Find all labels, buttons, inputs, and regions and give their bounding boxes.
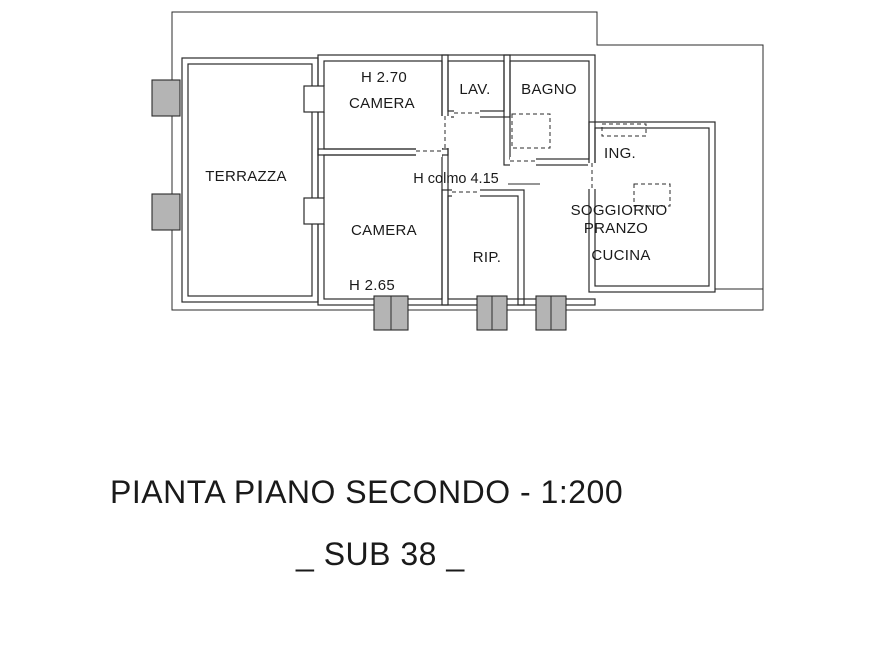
sub-title: _ SUB 38 _ xyxy=(296,536,465,572)
windows xyxy=(303,85,326,225)
room-label-soggiorno: SOGGIORNO xyxy=(570,202,668,219)
room-label-pranzo: PRANZO xyxy=(583,220,649,237)
door-gap xyxy=(510,157,536,167)
plan-title: PIANTA PIANO SECONDO - 1:200 xyxy=(110,474,624,510)
door-openings xyxy=(416,109,596,198)
window-box xyxy=(303,197,325,225)
room-label-camera2: CAMERA xyxy=(351,222,417,239)
room-label-rip: RIP. xyxy=(472,249,502,266)
room-label-cucina: CUCINA xyxy=(591,247,651,264)
room-label-ing: ING. xyxy=(603,145,637,162)
ridge-height-annotation: H colmo 4.15 xyxy=(413,171,499,187)
terrazza-wall-inner xyxy=(187,63,313,297)
room-label-camera1-height: H 2.70 xyxy=(361,69,407,86)
room-label-bagno: BAGNO xyxy=(521,81,577,98)
soggiorno-wall-outer xyxy=(588,121,716,293)
room-label-camera1: CAMERA xyxy=(349,95,415,112)
door-gap xyxy=(452,188,480,198)
bagno-wall-outer xyxy=(503,54,596,166)
pilasters xyxy=(151,79,567,331)
room-label-lav: LAV. xyxy=(459,81,491,98)
room-label-camera2-height: H 2.65 xyxy=(349,277,395,294)
soggiorno-dashed-box xyxy=(633,183,671,207)
bagno-fixture-dashed-box xyxy=(511,113,551,149)
pilaster-left-bottom xyxy=(151,193,181,231)
soggiorno-wall-inner xyxy=(594,127,710,287)
window-box xyxy=(303,85,325,113)
room-label-terrazza: TERRAZZA xyxy=(205,168,287,185)
door-gap xyxy=(588,163,596,189)
door-gap xyxy=(416,147,442,157)
eaves-outline xyxy=(171,11,764,311)
door-gap xyxy=(454,109,480,119)
rip-wall-outer xyxy=(441,189,525,306)
bagno-wall-inner xyxy=(509,60,590,160)
rip-wall-inner xyxy=(447,195,519,300)
annotation-lines xyxy=(508,183,763,290)
ing-dashed-strip xyxy=(601,123,647,137)
pilaster-left-top xyxy=(151,79,181,117)
eaves-polygon xyxy=(171,11,764,311)
dashed-fixtures xyxy=(511,113,671,207)
